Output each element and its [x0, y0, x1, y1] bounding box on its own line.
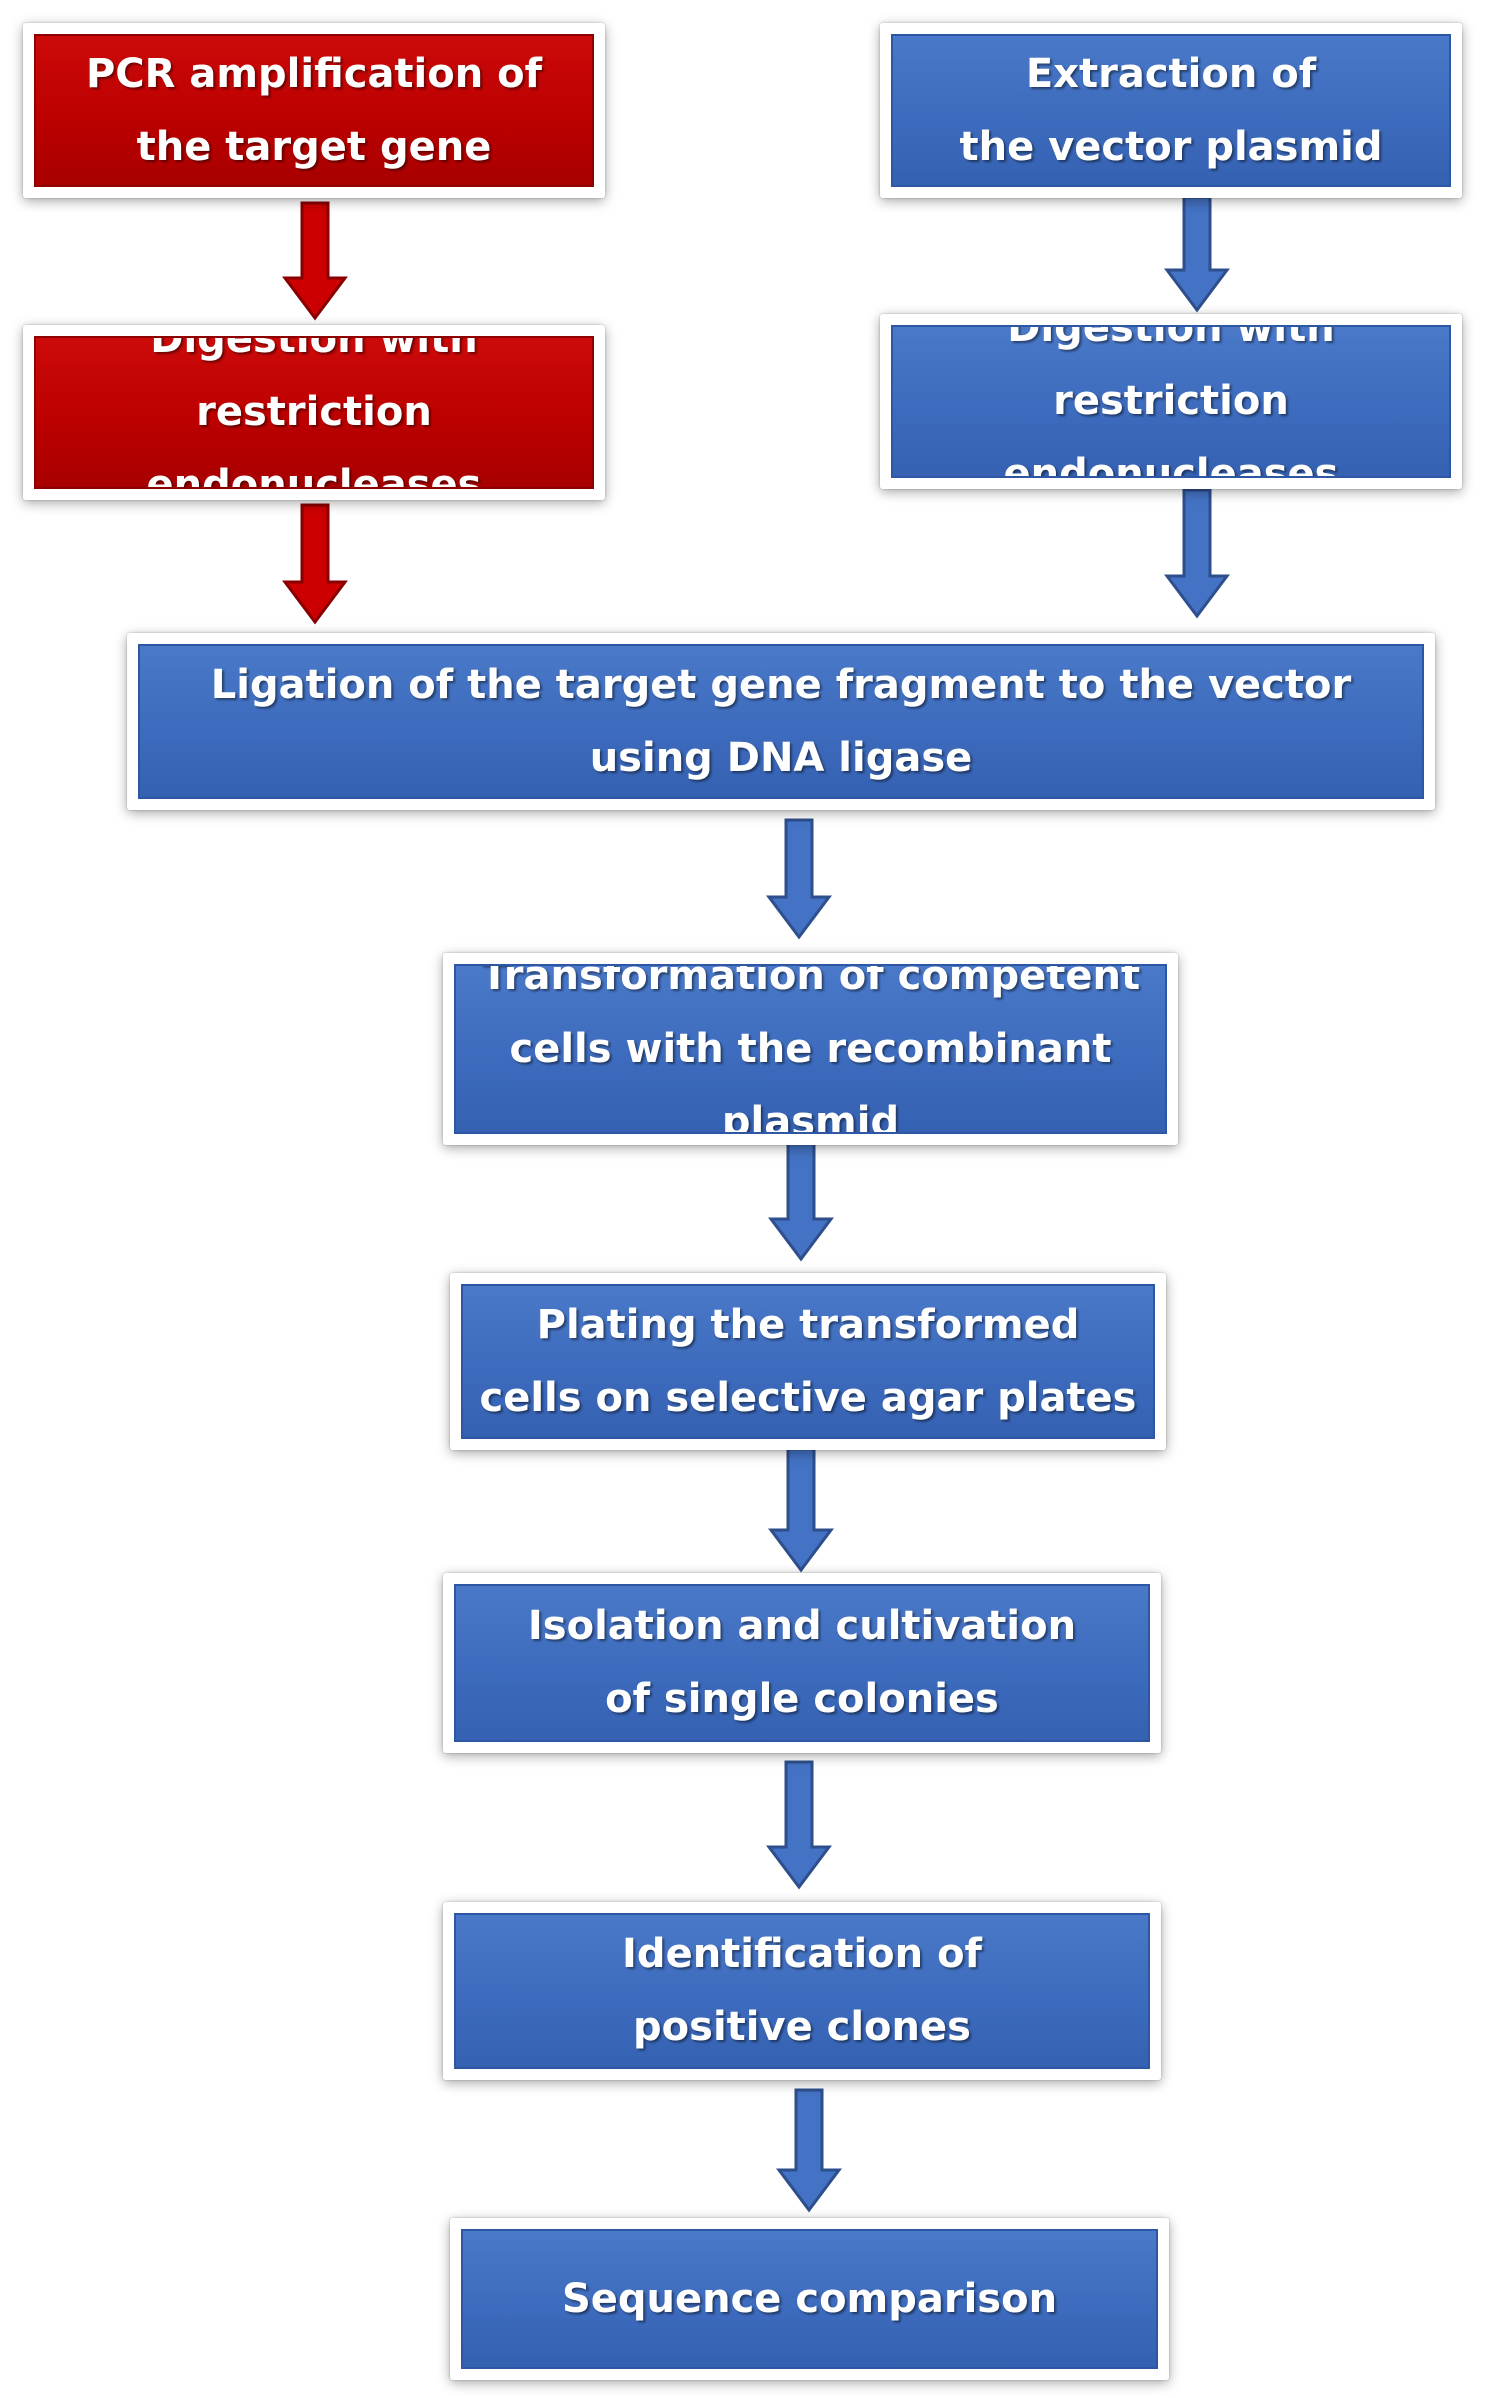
step-sequence-comparison: Sequence comparison: [450, 2218, 1169, 2380]
step-vector-extraction-label: Extraction of the vector plasmid: [891, 34, 1451, 187]
step-pcr-amplification-label: PCR amplification of the target gene: [34, 34, 594, 187]
arrow-pcr-to-digestion: [282, 201, 348, 321]
step-vector-digestion: Digestion with restriction endonucleases: [880, 314, 1462, 489]
arrow-digestion-to-ligation-right: [1164, 488, 1230, 619]
step-vector-digestion-label: Digestion with restriction endonucleases: [891, 325, 1451, 478]
arrow-digestion-to-ligation: [282, 503, 348, 625]
step-identification: Identification of positive clones: [443, 1902, 1161, 2080]
step-sequence-comparison-label: Sequence comparison: [461, 2229, 1158, 2369]
arrow-ligation-to-transformation: [766, 818, 832, 940]
arrow-transformation-to-plating: [768, 1138, 834, 1262]
step-pcr-amplification: PCR amplification of the target gene: [23, 23, 605, 198]
step-identification-label: Identification of positive clones: [454, 1913, 1150, 2069]
arrow-plating-to-isolation: [768, 1444, 834, 1573]
step-ligation: Ligation of the target gene fragment to …: [127, 633, 1435, 810]
step-gene-digestion: Digestion with restriction endonucleases: [23, 325, 605, 500]
step-transformation-label: Transformation of competent cells with t…: [454, 964, 1167, 1134]
step-gene-digestion-label: Digestion with restriction endonucleases: [34, 336, 594, 489]
step-plating-label: Plating the transformed cells on selecti…: [461, 1284, 1155, 1439]
arrow-extraction-to-digestion: [1164, 195, 1230, 313]
arrow-isolation-to-identification: [766, 1760, 832, 1890]
step-vector-extraction: Extraction of the vector plasmid: [880, 23, 1462, 198]
step-isolation: Isolation and cultivation of single colo…: [443, 1573, 1161, 1753]
step-plating: Plating the transformed cells on selecti…: [450, 1273, 1166, 1450]
step-ligation-label: Ligation of the target gene fragment to …: [138, 644, 1424, 799]
step-isolation-label: Isolation and cultivation of single colo…: [454, 1584, 1150, 1742]
step-transformation: Transformation of competent cells with t…: [443, 953, 1178, 1145]
arrow-identification-to-sequence: [776, 2088, 842, 2213]
